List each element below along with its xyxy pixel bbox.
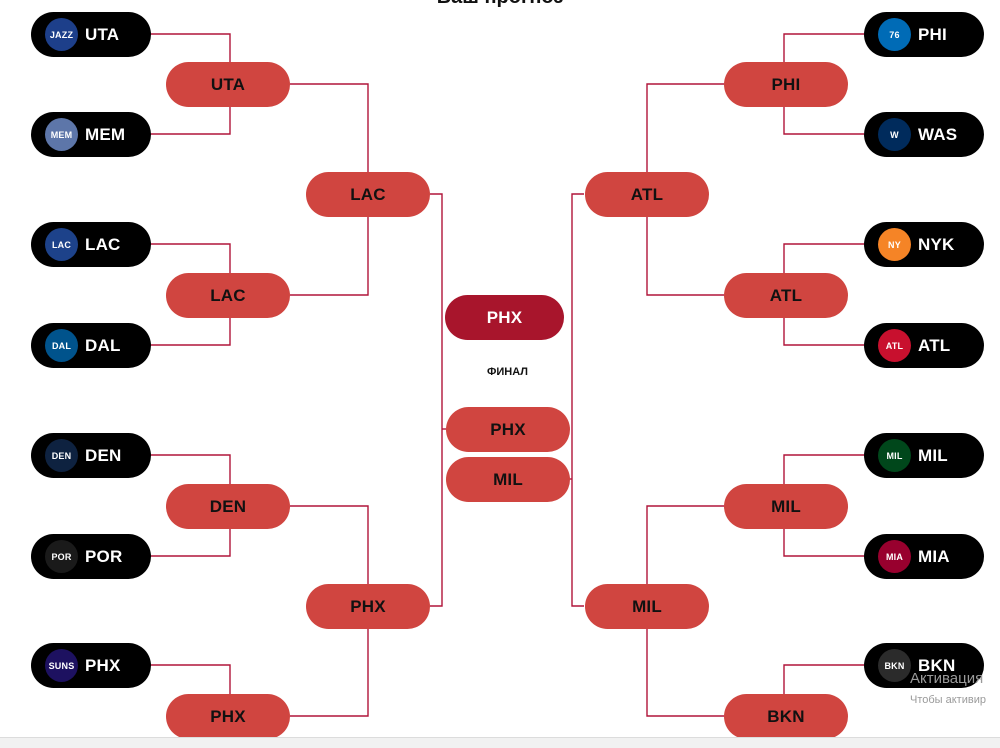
- team-abbr: ATL: [918, 335, 951, 355]
- team-abbr: MIA: [918, 546, 950, 566]
- connector-line: [571, 193, 584, 607]
- team-abbr: NYK: [918, 234, 955, 254]
- team-abbr: LAC: [85, 234, 121, 254]
- connector-line: [646, 83, 724, 172]
- heat-logo-icon: MIA: [878, 540, 911, 573]
- pick-east-r2-4[interactable]: BKN: [724, 694, 848, 739]
- connector-line: [646, 217, 724, 296]
- knicks-logo-icon: NY: [878, 228, 911, 261]
- clippers-logo-icon: LAC: [45, 228, 78, 261]
- connector-line: [783, 664, 864, 694]
- team-abbr: MIL: [918, 445, 948, 465]
- connector-line: [783, 317, 864, 346]
- windows-activation-subtext: Чтобы активир: [910, 694, 986, 706]
- wizards-logo-icon: W: [878, 118, 911, 151]
- pick-east-r2-2[interactable]: ATL: [724, 273, 848, 318]
- connector-line: [150, 454, 231, 484]
- jazz-logo-icon: JAZZ: [45, 18, 78, 51]
- team-pill-east-r1-5[interactable]: MIL MIL: [864, 433, 984, 478]
- team-pill-west-r1-5[interactable]: DEN DEN: [31, 433, 151, 478]
- connector-line: [783, 528, 864, 557]
- final-label: ФИНАЛ: [486, 366, 529, 378]
- blazers-logo-icon: POR: [45, 540, 78, 573]
- team-pill-west-r1-4[interactable]: DAL DAL: [31, 323, 151, 368]
- team-abbr: DEN: [85, 445, 122, 465]
- pick-east-r2-3[interactable]: MIL: [724, 484, 848, 529]
- nuggets-logo-icon: DEN: [45, 439, 78, 472]
- connector-line: [646, 628, 724, 717]
- team-pill-east-r1-1[interactable]: 76 PHI: [864, 12, 984, 57]
- bucks-logo-icon: MIL: [878, 439, 911, 472]
- team-pill-west-r1-3[interactable]: LAC LAC: [31, 222, 151, 267]
- pick-east-semi-2[interactable]: MIL: [585, 584, 709, 629]
- connector-line: [290, 83, 369, 172]
- pick-west-r2-4[interactable]: PHX: [166, 694, 290, 739]
- team-abbr: DAL: [85, 335, 121, 355]
- taskbar-edge: [0, 737, 1000, 748]
- team-pill-east-r1-6[interactable]: MIA MIA: [864, 534, 984, 579]
- team-abbr: WAS: [918, 124, 958, 144]
- connector-line: [290, 505, 369, 584]
- team-abbr: PHI: [918, 24, 947, 44]
- team-pill-west-r1-2[interactable]: MEM MEM: [31, 112, 151, 157]
- windows-activation-watermark: Активация: [910, 670, 984, 687]
- pick-west-r2-2[interactable]: LAC: [166, 273, 290, 318]
- grizzlies-logo-icon: MEM: [45, 118, 78, 151]
- pick-west-r2-1[interactable]: UTA: [166, 62, 290, 107]
- connector-line: [150, 107, 231, 135]
- pick-east-r2-1[interactable]: PHI: [724, 62, 848, 107]
- team-pill-west-r1-6[interactable]: POR POR: [31, 534, 151, 579]
- final-pick-west[interactable]: PHX: [446, 407, 570, 452]
- champion-pick[interactable]: PHX: [445, 295, 564, 340]
- connector-line: [646, 505, 724, 584]
- team-pill-east-r1-2[interactable]: W WAS: [864, 112, 984, 157]
- team-abbr: PHX: [85, 655, 121, 675]
- team-pill-east-r1-4[interactable]: ATL ATL: [864, 323, 984, 368]
- team-pill-east-r1-3[interactable]: NY NYK: [864, 222, 984, 267]
- 76ers-logo-icon: 76: [878, 18, 911, 51]
- team-pill-west-r1-7[interactable]: SUNS PHX: [31, 643, 151, 688]
- connector-line: [150, 528, 231, 557]
- connector-line: [150, 243, 231, 273]
- page-title: Ваш прогноз: [0, 0, 1000, 10]
- team-abbr: MEM: [85, 124, 126, 144]
- team-pill-east-r1-7[interactable]: BKN BKN: [864, 643, 984, 688]
- pick-west-semi-1[interactable]: LAC: [306, 172, 430, 217]
- team-abbr: UTA: [85, 24, 120, 44]
- connector-line: [783, 107, 864, 135]
- connector-line: [150, 664, 231, 694]
- mavericks-logo-icon: DAL: [45, 329, 78, 362]
- team-pill-west-r1-1[interactable]: JAZZ UTA: [31, 12, 151, 57]
- connector-line: [783, 33, 864, 63]
- pick-east-semi-1[interactable]: ATL: [585, 172, 709, 217]
- connector-line: [430, 193, 443, 607]
- suns-logo-icon: SUNS: [45, 649, 78, 682]
- pick-west-r2-3[interactable]: DEN: [166, 484, 290, 529]
- hawks-logo-icon: ATL: [878, 329, 911, 362]
- connector-line: [783, 243, 864, 273]
- connector-line: [150, 317, 231, 346]
- connector-line: [783, 454, 864, 484]
- connector-line: [290, 628, 369, 717]
- connector-line: [290, 217, 369, 296]
- team-abbr: BKN: [918, 655, 956, 675]
- connector-line: [150, 33, 231, 63]
- pick-west-semi-2[interactable]: PHX: [306, 584, 430, 629]
- team-abbr: POR: [85, 546, 123, 566]
- final-pick-east[interactable]: MIL: [446, 457, 570, 502]
- nets-logo-icon: BKN: [878, 649, 911, 682]
